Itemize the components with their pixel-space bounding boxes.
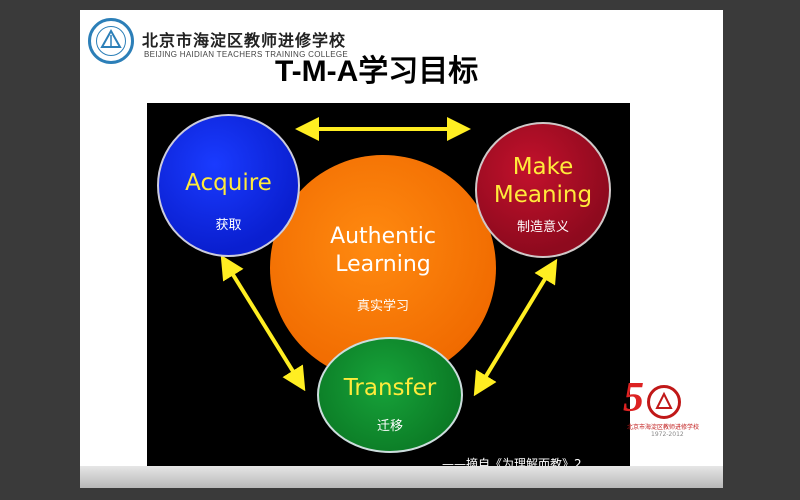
anniversary-badge-icon	[647, 385, 681, 419]
node-transfer: Transfer 迁移	[317, 337, 463, 453]
acquire-label-cn: 获取	[215, 218, 242, 233]
anniversary-school-lettering: 北京市海淀区教师进修学校	[627, 424, 700, 431]
arrow-make-transfer	[473, 258, 558, 397]
transfer-label-cn: 迁移	[376, 419, 403, 434]
authentic-label-cn: 真实学习	[356, 299, 409, 314]
anniversary-digit-graphic: 5	[623, 375, 644, 421]
authentic-label-line2: Learning	[335, 252, 431, 277]
node-make-meaning: Make Meaning 制造意义	[475, 122, 611, 258]
diagram-arrows	[220, 117, 558, 397]
make-meaning-label-cn: 制造意义	[516, 220, 569, 235]
arrow-acquire-transfer	[220, 254, 306, 392]
slide: 北京市海淀区教师进修学校 BEIJING HAIDIAN TEACHERS TR…	[80, 10, 723, 488]
school-name-en: BEIJING HAIDIAN TEACHERS TRAINING COLLEG…	[144, 50, 349, 59]
make-meaning-label-line1: Make	[512, 154, 574, 180]
slide-title: T-M-A学习目标	[275, 55, 479, 88]
school-logo-seal	[88, 18, 134, 64]
authentic-label-line1: Authentic	[330, 224, 436, 249]
make-meaning-label-line2: Meaning	[493, 182, 593, 208]
anniversary-logo: 5 北京市海淀区教师进修学校 1972-2012	[623, 375, 723, 458]
anniversary-years: 1972-2012	[651, 431, 684, 438]
tma-diagram: Authentic Learning 真实学习 Acquire 获取 Make …	[147, 103, 630, 475]
transfer-label: Transfer	[343, 375, 437, 401]
acquire-label: Acquire	[185, 170, 272, 196]
node-acquire: Acquire 获取	[157, 114, 300, 257]
school-name-cn: 北京市海淀区教师进修学校	[142, 31, 347, 50]
slide-footer-band	[80, 466, 723, 488]
